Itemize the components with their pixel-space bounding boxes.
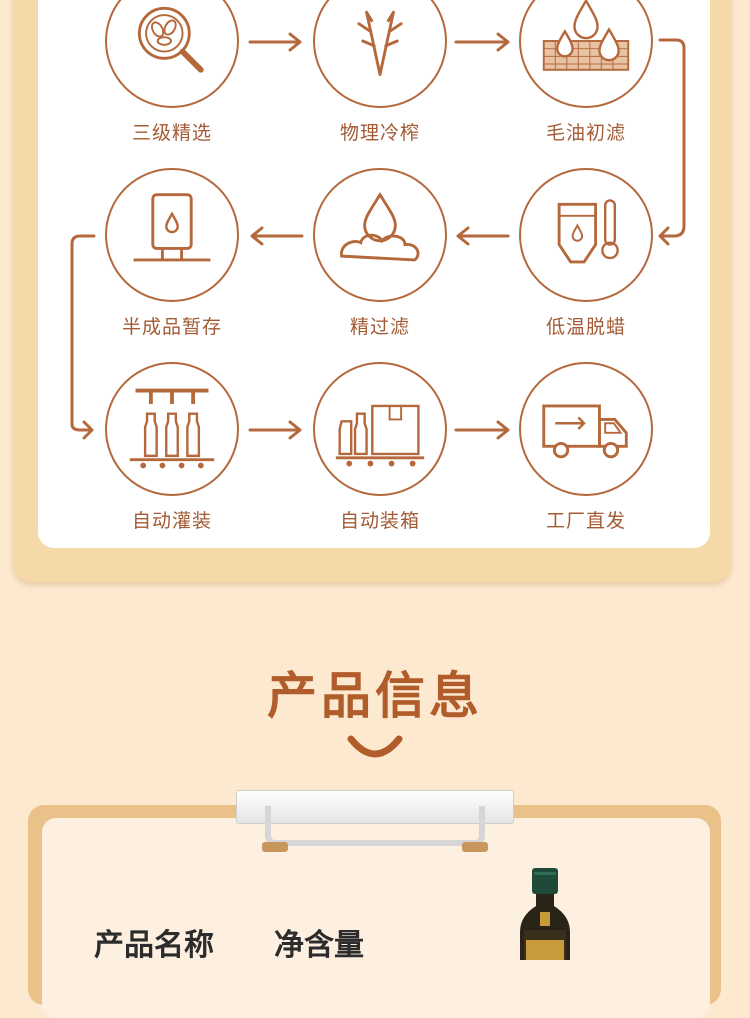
filter-drops-icon [542,0,630,71]
press-icon [357,10,403,77]
oil-drop-cloud-icon [340,191,420,262]
clip-tip-right [462,842,488,852]
delivery-truck-icon [542,404,628,459]
clipboard-clip [236,790,514,824]
step-cold-press: 物理冷榨 [310,0,450,145]
filling-line-icon [129,388,215,469]
step-direct-ship: 工厂直发 [516,362,656,533]
step-boxing: 自动装箱 [310,362,450,533]
step-selection: 三级精选 [102,0,242,145]
clip-tip-left [262,842,288,852]
step-label: 低温脱蜡 [545,316,626,338]
step-filling: 自动灌装 [102,362,242,533]
step-dewaxing: 低温脱蜡 [516,168,656,339]
step-label: 半成品暂存 [121,316,222,338]
step-label: 自动装箱 [339,510,420,532]
section-title: 产品信息 [267,667,483,725]
step-label: 物理冷榨 [339,122,420,144]
clipboard-paper [42,818,710,1018]
step-label: 毛油初滤 [545,122,626,144]
product-name-label: 产品名称 [94,928,214,963]
process-flow-arrows [70,32,686,440]
storage-tank-icon [133,193,211,262]
clipboard-handle [265,806,485,846]
step-label: 三级精选 [131,122,212,144]
smile-decoration-icon [347,735,403,758]
step-storage: 半成品暂存 [102,168,242,339]
boxing-line-icon [335,404,425,467]
net-content-label: 净含量 [274,928,364,963]
tank-thermometer-icon [557,199,619,264]
step-label: 工厂直发 [545,510,626,532]
magnifier-seeds-icon [137,6,204,73]
oil-bottle-image [520,868,570,960]
step-label: 自动灌装 [131,510,212,532]
step-label: 精过滤 [349,316,410,338]
step-fine-filter: 精过滤 [310,168,450,339]
step-initial-filter: 毛油初滤 [516,0,656,145]
